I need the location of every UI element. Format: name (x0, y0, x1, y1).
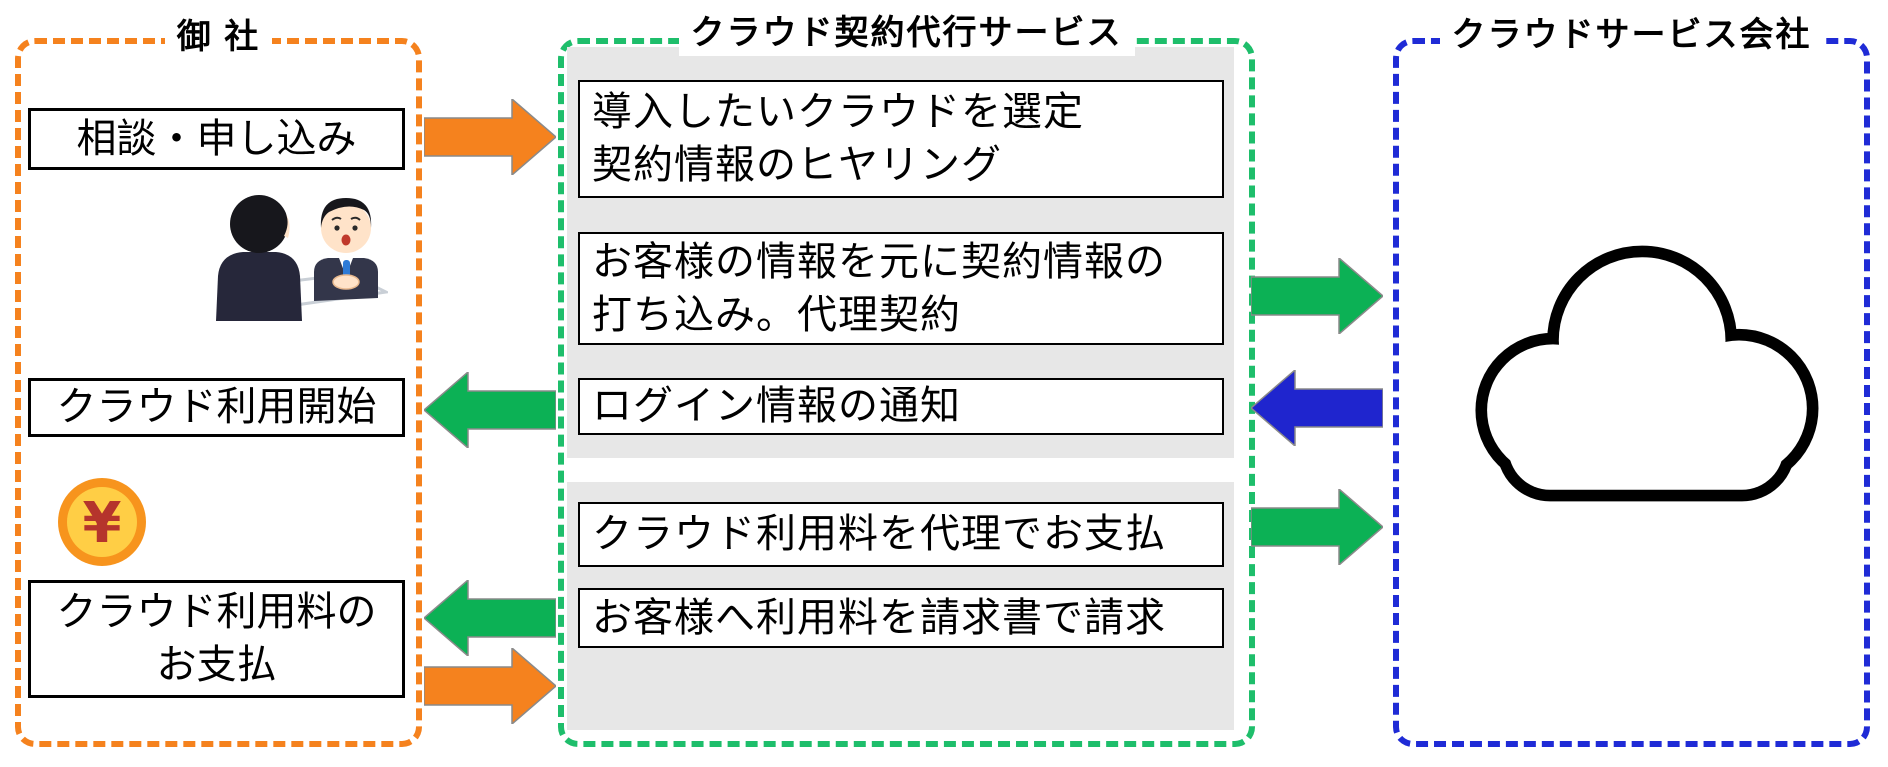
svg-text:¥: ¥ (83, 491, 122, 556)
agency-panel-divider (567, 458, 1234, 482)
agency-box-login-notice: ログイン情報の通知 (578, 378, 1224, 435)
company-box-consult: 相談・申し込み (28, 108, 405, 170)
yen-coin-icon: ¥ (58, 478, 146, 566)
company-box-cloud-start: クラウド利用開始 (28, 378, 405, 437)
person-facing (314, 198, 378, 301)
arrow-agency-to-company-start (424, 372, 556, 448)
agency-box-select-cloud: 導入したいクラウドを選定 契約情報のヒヤリング (578, 80, 1224, 198)
arrow-provider-to-agency-login (1251, 370, 1383, 446)
arrow-agency-to-provider-payment (1251, 489, 1383, 565)
agency-box-proxy-contract: お客様の情報を元に契約情報の 打ち込み。代理契約 (578, 232, 1224, 345)
arrow-company-to-agency-payment (424, 648, 556, 724)
company-column-title: 御 社 (15, 14, 422, 60)
cloud-icon (1475, 245, 1819, 502)
arrow-agency-to-provider-contract (1251, 258, 1383, 334)
agency-box-proxy-payment: クラウド利用料を代理でお支払 (578, 502, 1224, 567)
provider-column-title: クラウドサービス会社 (1393, 12, 1870, 58)
arrow-agency-to-company-invoice (424, 580, 556, 656)
person-back-view (216, 195, 302, 321)
agency-column-title: クラウド契約代行サービス (558, 10, 1255, 56)
company-box-fee-payment: クラウド利用料の お支払 (28, 580, 405, 698)
arrow-company-to-agency-consult (424, 99, 556, 175)
agency-box-invoice: お客様へ利用料を請求書で請求 (578, 588, 1224, 648)
meeting-illustration (216, 195, 388, 321)
